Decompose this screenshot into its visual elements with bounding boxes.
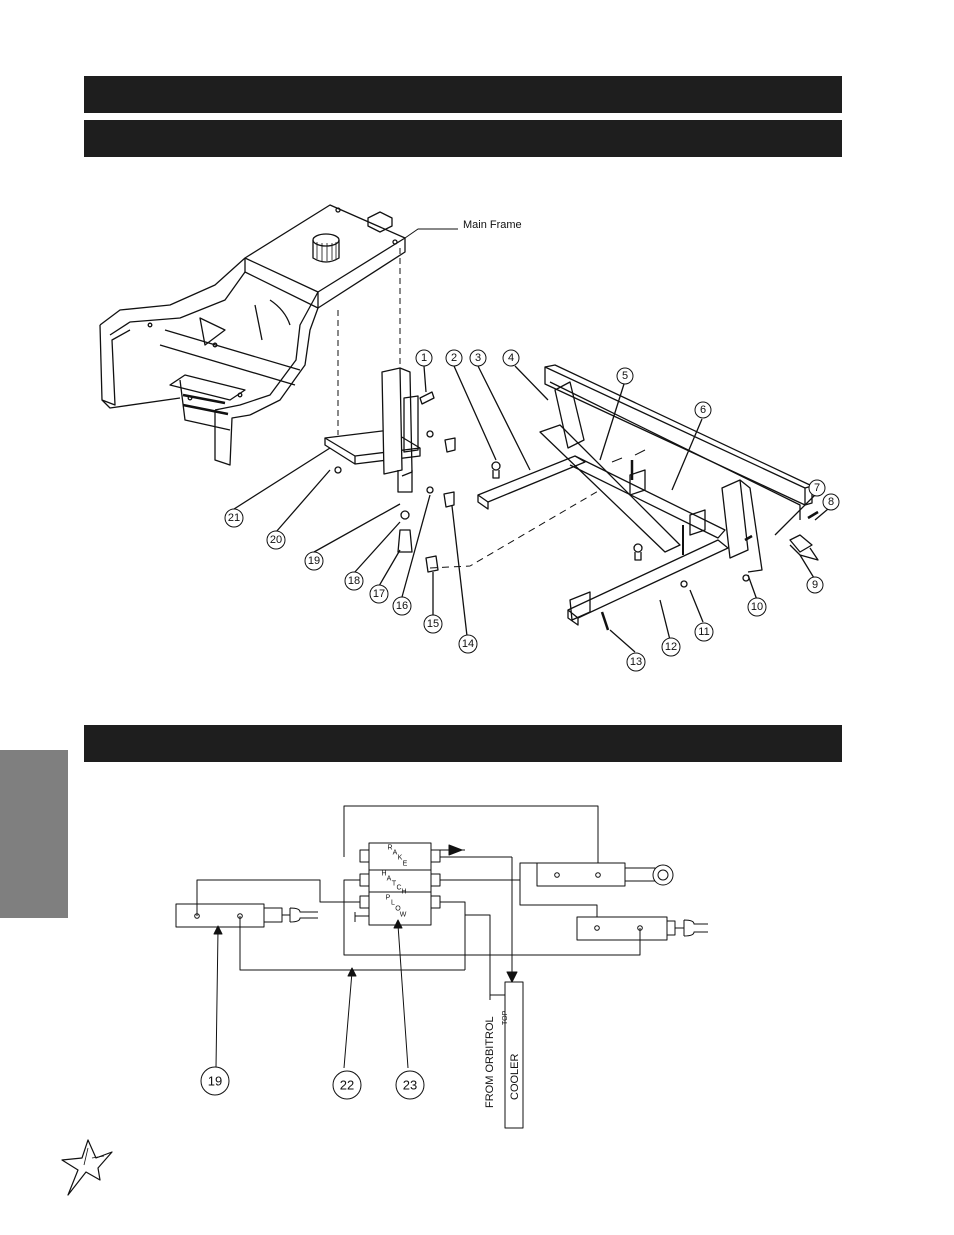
svg-text:O: O (395, 906, 401, 913)
svg-text:16: 16 (396, 600, 408, 612)
rake-cylinder (536, 862, 626, 887)
svg-text:C: C (396, 885, 401, 892)
valve-section-hatch: HA TCH (381, 871, 406, 896)
svg-text:19: 19 (208, 1074, 222, 1089)
svg-text:A: A (393, 850, 398, 857)
callout-hyd-22: 22 (332, 1070, 362, 1100)
cooler-box (504, 981, 524, 1129)
callout-hyd-23: 23 (395, 1070, 425, 1100)
svg-text:10: 10 (751, 601, 763, 613)
valve-section-rake: RA KE (387, 845, 407, 868)
starburst-logo-icon (61, 1139, 113, 1196)
top-label: TOP (502, 1010, 509, 1025)
hydraulic-callouts: 19 22 23 (200, 1066, 425, 1100)
callout-12: 12 (661, 637, 681, 657)
callout-20: 20 (266, 530, 286, 550)
svg-text:W: W (400, 912, 407, 919)
main-frame-drawing (99, 204, 406, 466)
cooler-label: COOLER (509, 1053, 521, 1100)
valve-section-plow: PL OW (386, 895, 407, 919)
svg-text:11: 11 (698, 626, 709, 638)
svg-text:R: R (387, 845, 392, 852)
main-frame-label: Main Frame (463, 219, 522, 231)
svg-text:9: 9 (812, 579, 818, 591)
callout-4: 4 (502, 349, 520, 367)
from-orbitrol-label: FROM ORBITROL (484, 1016, 496, 1108)
svg-text:K: K (398, 855, 403, 862)
callout-hyd-19: 19 (200, 1066, 230, 1096)
svg-text:A: A (387, 876, 392, 883)
svg-text:6: 6 (700, 404, 706, 416)
svg-text:7: 7 (814, 482, 820, 494)
svg-text:23: 23 (403, 1078, 417, 1093)
svg-text:19: 19 (308, 555, 320, 567)
svg-text:20: 20 (270, 534, 282, 546)
callout-5: 5 (616, 367, 634, 385)
svg-text:18: 18 (348, 575, 360, 587)
svg-text:H: H (381, 871, 386, 878)
callout-3: 3 (469, 349, 487, 367)
svg-text:15: 15 (427, 618, 439, 630)
svg-text:8: 8 (828, 496, 834, 508)
svg-text:T: T (392, 881, 397, 888)
callout-10: 10 (747, 597, 767, 617)
side-tab (0, 750, 68, 918)
svg-text:4: 4 (508, 352, 514, 364)
callout-8: 8 (822, 493, 840, 511)
callout-7: 7 (808, 479, 826, 497)
svg-text:14: 14 (462, 638, 474, 650)
callout-9: 9 (806, 576, 824, 594)
plow-cylinder-left (175, 903, 265, 928)
svg-text:3: 3 (475, 352, 481, 364)
svg-text:21: 21 (228, 512, 240, 524)
hydraulic-schematic (175, 805, 708, 1129)
callout-14: 14 (458, 634, 478, 654)
svg-text:L: L (391, 900, 395, 907)
callout-13: 13 (626, 652, 646, 672)
callout-2: 2 (445, 349, 463, 367)
header-bar-top (84, 76, 842, 113)
callout-17: 17 (369, 584, 389, 604)
svg-text:13: 13 (630, 656, 642, 668)
plow-assembly-drawing (477, 364, 819, 631)
svg-text:22: 22 (340, 1078, 354, 1093)
callout-18: 18 (344, 571, 364, 591)
svg-text:1: 1 (421, 352, 427, 364)
callout-15: 15 (423, 614, 443, 634)
svg-text:5: 5 (622, 370, 628, 382)
svg-text:17: 17 (373, 588, 385, 600)
hitch-bracket-drawing (324, 367, 456, 573)
svg-text:P: P (386, 895, 391, 902)
callout-11: 11 (694, 622, 714, 642)
header-bar-second (84, 120, 842, 157)
section-bar-hydraulic (84, 725, 842, 762)
callout-21: 21 (224, 508, 244, 528)
callout-16: 16 (392, 596, 412, 616)
svg-text:12: 12 (665, 641, 677, 653)
callout-6: 6 (694, 401, 712, 419)
svg-text:H: H (401, 889, 406, 896)
callout-1: 1 (415, 349, 433, 367)
exploded-callouts: 1 2 3 4 5 6 7 8 9 10 11 12 13 14 15 16 1… (224, 349, 840, 672)
callout-19: 19 (304, 551, 324, 571)
svg-text:2: 2 (451, 352, 457, 364)
plow-cylinder-right (576, 916, 668, 941)
svg-text:E: E (403, 861, 408, 868)
